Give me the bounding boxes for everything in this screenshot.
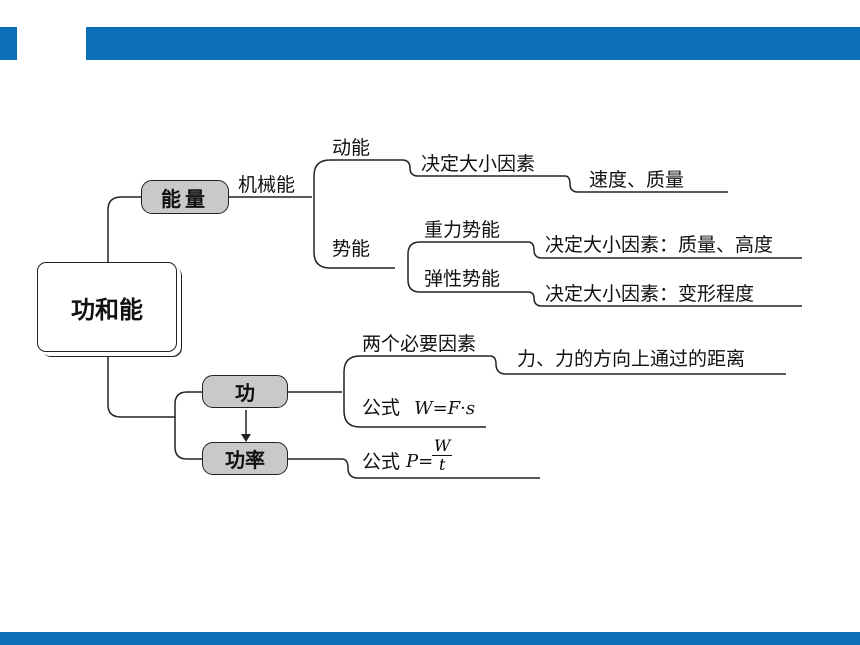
connector-kinetic-factor [395, 159, 565, 177]
connector-root-energy [107, 196, 141, 262]
work-factors-label: 两个必要因素 [362, 333, 477, 355]
work-formula-expression: W=F·s [414, 398, 476, 419]
potential-energy-label: 势能 [332, 238, 371, 260]
root-node: 功和能 [37, 262, 177, 352]
connector-root-work [107, 354, 175, 418]
connector-work-branches [343, 355, 361, 428]
gravity-potential-label: 重力势能 [424, 219, 501, 241]
kinetic-factor-answer: 速度、质量 [589, 169, 685, 191]
power-formula-numerator: W [432, 436, 453, 456]
power-formula-prefix: 公式 [362, 451, 401, 473]
elastic-factor-label: 决定大小因素：变形程度 [545, 283, 755, 305]
connector-elastic-factor [527, 291, 802, 307]
power-formula-fraction: W t [432, 436, 453, 474]
work-formula-prefix: 公式 [362, 397, 401, 419]
connector-work-power-brace [174, 391, 202, 460]
kinetic-energy-label: 动能 [332, 137, 371, 159]
connector-potential-brace [407, 241, 421, 293]
power-formula-denominator: t [439, 455, 446, 474]
kinetic-factor-label: 决定大小因素 [421, 153, 536, 175]
connector-gravity-factor [527, 241, 802, 259]
connector-power-formula [288, 458, 540, 479]
gravity-factor-label: 决定大小因素：质量、高度 [545, 234, 774, 256]
power-formula-lhs: P= [406, 451, 434, 472]
work-formula: 公式 W=F·s [362, 397, 475, 420]
elastic-potential-label: 弹性势能 [424, 268, 501, 290]
connector-mechanical-brace [313, 159, 331, 269]
arrow-head [241, 434, 251, 442]
mechanical-energy-label: 机械能 [238, 174, 296, 196]
header-bar [86, 27, 860, 60]
connector-factor-answer [564, 175, 728, 193]
energy-node: 能量 [141, 180, 229, 214]
power-node: 功率 [202, 442, 288, 475]
header-left-block [0, 27, 17, 60]
footer-bar [0, 632, 860, 645]
work-factors-answer: 力、力的方向上通过的距离 [517, 348, 746, 370]
work-node: 功 [202, 375, 288, 408]
connector-work-answer [489, 355, 786, 375]
